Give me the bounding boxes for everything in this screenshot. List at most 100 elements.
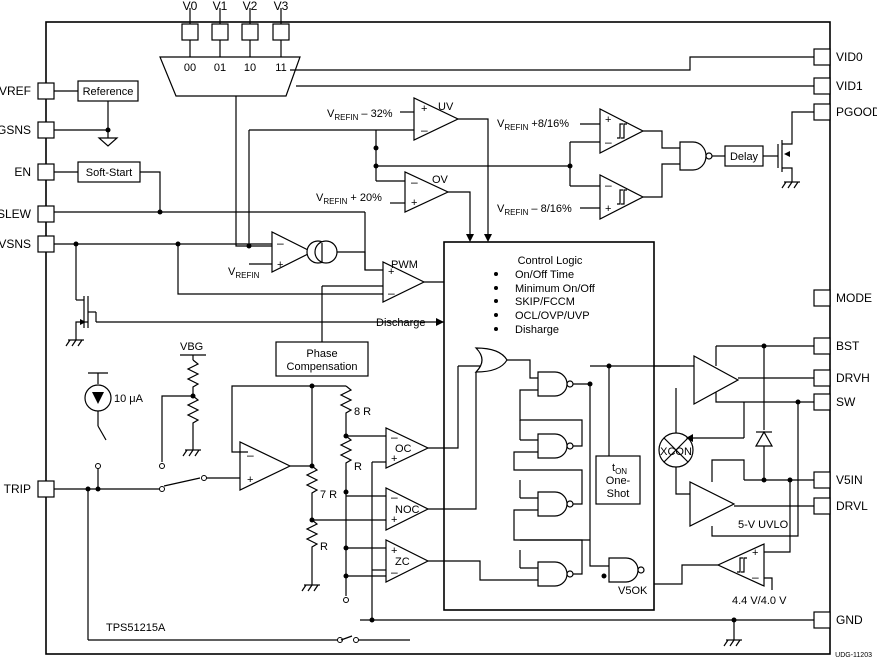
svg-text:–: –	[605, 178, 612, 192]
oc-label: OC	[395, 443, 412, 455]
ov-comparator: – + OV VREFIN + 20%	[316, 171, 474, 242]
left-pins: VREF GSNS EN SLEW VSNS TRIP	[0, 82, 55, 498]
pin-gnd-label: GND	[836, 613, 863, 627]
vid-input-3: V3	[274, 0, 289, 13]
svg-text:VREFIN – 8/16%: VREFIN – 8/16%	[497, 203, 572, 217]
uvlo-label: 5-V UVLO	[738, 519, 789, 531]
oneshot-line2: Shot	[607, 488, 630, 500]
current-source-label: 10 μA	[114, 393, 144, 405]
svg-text:VREFIN + 20%: VREFIN + 20%	[316, 192, 382, 206]
cl-item-3: OCL/OVP/UVP	[515, 310, 590, 322]
svg-text:+: +	[391, 545, 397, 557]
noc-label: NOC	[395, 504, 420, 516]
chip-label: TPS51215A	[106, 622, 166, 634]
ov-label: OV	[432, 174, 449, 186]
svg-text:+: +	[605, 203, 611, 215]
vid-code-1: 01	[214, 62, 226, 74]
svg-text:+: +	[388, 266, 394, 278]
zc-label: ZC	[395, 556, 410, 568]
svg-text:+: +	[277, 259, 283, 271]
soft-start-block: Soft-Start	[54, 161, 384, 271]
svg-text:+: +	[391, 453, 397, 465]
vbg-label: VBG	[180, 341, 203, 353]
cl-item-2: SKIP/FCCM	[515, 296, 575, 308]
reference-block: Reference	[54, 80, 139, 147]
pin-slew-label: SLEW	[0, 207, 32, 221]
discharge-label: Discharge	[376, 317, 426, 329]
pin-en-label: EN	[14, 165, 31, 179]
svg-text:VREFIN: VREFIN	[228, 266, 260, 280]
svg-text:+: +	[421, 103, 427, 115]
pin-gsns-label: GSNS	[0, 123, 31, 137]
svg-text:–: –	[752, 570, 759, 584]
pwm-label: PWM	[391, 259, 418, 271]
pin-bst-label: BST	[836, 339, 860, 353]
pin-trip-label: TRIP	[4, 482, 31, 496]
oneshot-line1: One-	[606, 475, 631, 487]
svg-text:+: +	[752, 547, 758, 559]
vid-mux: V0 V1 V2 V3 00 01 10 11	[159, 0, 814, 247]
phase-comp-line1: Phase	[306, 348, 337, 360]
uvlo-thresholds-label: 4.4 V/4.0 V	[732, 595, 787, 607]
svg-text:–: –	[411, 175, 418, 189]
svg-text:–: –	[247, 448, 254, 462]
uv-label: UV	[438, 101, 454, 113]
svg-text:VREFIN – 32%: VREFIN – 32%	[327, 108, 393, 122]
svg-text:+: +	[391, 514, 397, 526]
cl-item-0: On/Off Time	[515, 269, 574, 281]
vid-code-0: 00	[184, 62, 196, 74]
control-logic-title: Control Logic	[518, 255, 583, 267]
pin-vid1-label: VID1	[836, 79, 863, 93]
svg-text:+: +	[605, 114, 611, 126]
vid-code-3: 11	[275, 62, 286, 74]
svg-text:–: –	[277, 236, 284, 250]
v5ok-label: V5OK	[618, 585, 648, 597]
xcon-label: XCON	[660, 446, 692, 458]
right-pins: VID0 VID1 PGOOD MODE BST DRVH SW V5IN DR…	[813, 48, 877, 629]
pin-drvh-label: DRVH	[836, 371, 870, 385]
r1-label: R	[354, 461, 362, 473]
low-side-driver: 5-V UVLO + – 4.4 V/4.0 V	[654, 402, 814, 607]
vid-input-2: V2	[243, 0, 258, 13]
phase-comp-line2: Compensation	[287, 361, 358, 373]
svg-text:+: +	[411, 197, 417, 209]
pin-vref-label: VREF	[0, 84, 31, 98]
uv-comparator: + – UV VREFIN – 32%	[327, 97, 492, 242]
soft-start-label: Soft-Start	[86, 167, 132, 179]
pin-vid0-label: VID0	[836, 50, 863, 64]
svg-text:–: –	[388, 286, 395, 300]
cl-item-1: Minimum On/Off	[515, 283, 596, 295]
svg-text:–: –	[605, 135, 612, 149]
pin-mode-label: MODE	[836, 291, 872, 305]
reference-label: Reference	[83, 86, 134, 98]
svg-text:–: –	[391, 490, 398, 504]
pin-drvl-label: DRVL	[836, 499, 868, 513]
gnd-rail: TPS51215A UDG-11203	[87, 462, 872, 659]
trip-network: 10 μA VBG – + 7 R R	[54, 341, 371, 603]
r8-label: 8 R	[354, 406, 371, 418]
pin-sw-label: SW	[836, 395, 856, 409]
vid-code-2: 10	[244, 62, 256, 74]
vid-input-1: V1	[213, 0, 228, 13]
pin-v5in-label: V5IN	[836, 473, 863, 487]
svg-text:tON: tON	[612, 462, 627, 476]
svg-text:–: –	[391, 565, 398, 579]
vid-input-0: V0	[183, 0, 198, 13]
svg-text:–: –	[421, 123, 428, 137]
pin-pgood-label: PGOOD	[836, 105, 877, 119]
delay-label: Delay	[730, 151, 759, 163]
svg-text:–: –	[391, 430, 398, 444]
high-side-driver: XCON	[654, 343, 814, 495]
r7-label: 7 R	[320, 489, 337, 501]
pgood-comparators: + – – + VREFIN +8/16% VREFIN – 8/16% Del…	[376, 108, 814, 220]
svg-text:VREFIN +8/16%: VREFIN +8/16%	[497, 118, 569, 132]
pwm-path: – + VREFIN + – PWM Phase Compensation	[54, 231, 490, 377]
oc-comparators: – + OC – + NOC + – ZC	[312, 366, 538, 583]
svg-text:+: +	[247, 474, 253, 486]
pin-vsns-label: VSNS	[0, 237, 31, 251]
cl-item-4: Disharge	[515, 324, 559, 336]
r-bottom-label: R	[320, 541, 328, 553]
drawing-id: UDG-11203	[835, 652, 872, 659]
control-logic-block: Control Logic On/Off Time Minimum On/Off…	[443, 241, 680, 611]
